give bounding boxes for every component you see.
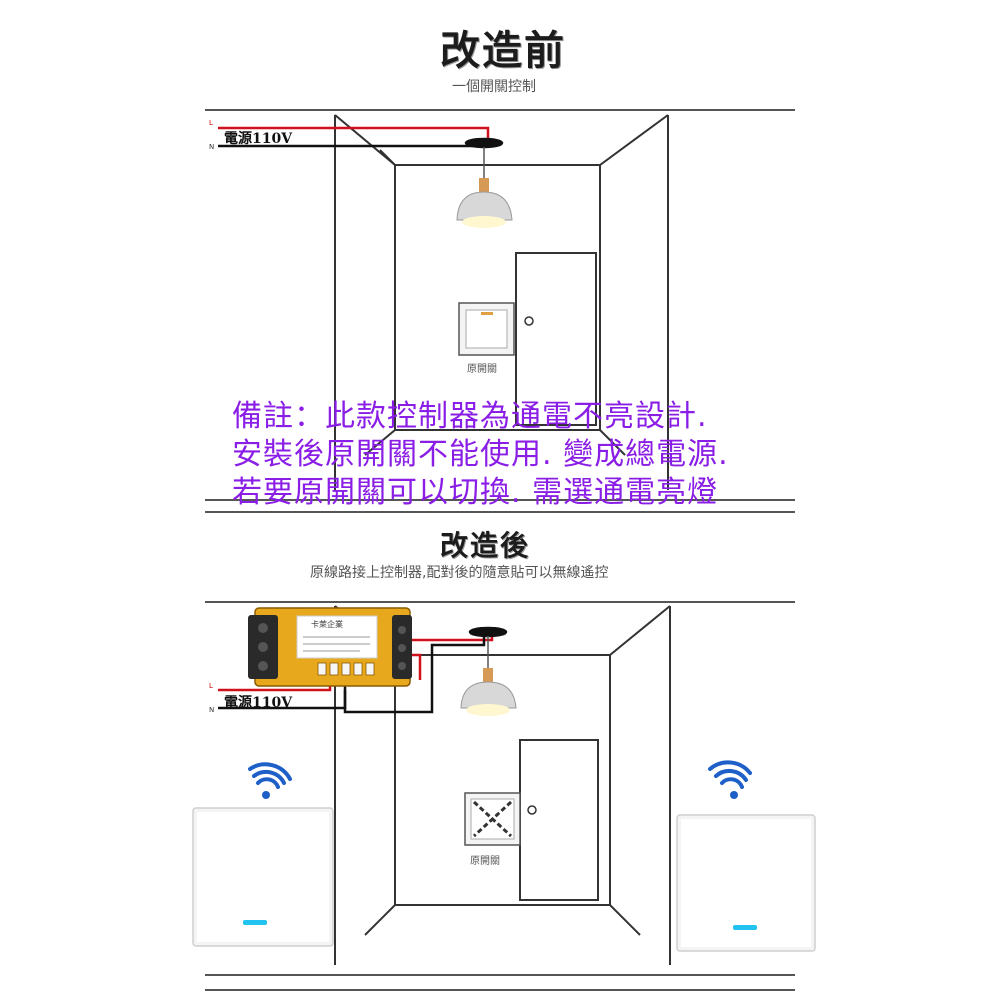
before-subtitle: 一個開關控制 [452,79,536,95]
door-before [515,252,597,426]
note-line-2: 安裝後原開關不能使用. 變成總電源. [232,437,729,472]
wall-switch-before-icon [458,302,515,356]
after-neutral-label: N [209,706,215,714]
disabled-switch-icon [464,792,521,846]
ceiling-lamp-after-icon [460,668,517,716]
after-live-label: L [209,682,213,690]
note-line-3: 若要原開關可以切換. 需選通電亮燈 [232,475,719,510]
room-before [205,109,795,513]
wireless-switch-left-icon [192,807,334,947]
wireless-switch-right-icon [676,814,816,952]
before-power-label: 電源110V [224,131,293,147]
controller-label: 卡萊企業 [311,620,343,629]
before-neutral-label: N [209,143,215,151]
after-switch-label: 原開關 [470,856,500,867]
after-power-label: 電源110V [224,695,293,711]
note-line-1: 備註：此款控制器為通電不亮設計. [232,399,708,434]
ceiling-lamp-before-icon [456,178,513,228]
door-after [519,739,599,901]
wifi-right-icon [708,760,752,799]
wiring-before [218,126,504,178]
before-switch-label: 原開關 [467,364,497,375]
wifi-left-icon [248,762,292,799]
before-title: 改造前 [440,28,566,74]
after-title: 改造後 [440,529,531,562]
controller-module-icon [248,607,412,687]
after-subtitle: 原線路接上控制器,配對後的隨意貼可以無線遙控 [310,565,609,581]
before-live-label: L [209,119,213,127]
